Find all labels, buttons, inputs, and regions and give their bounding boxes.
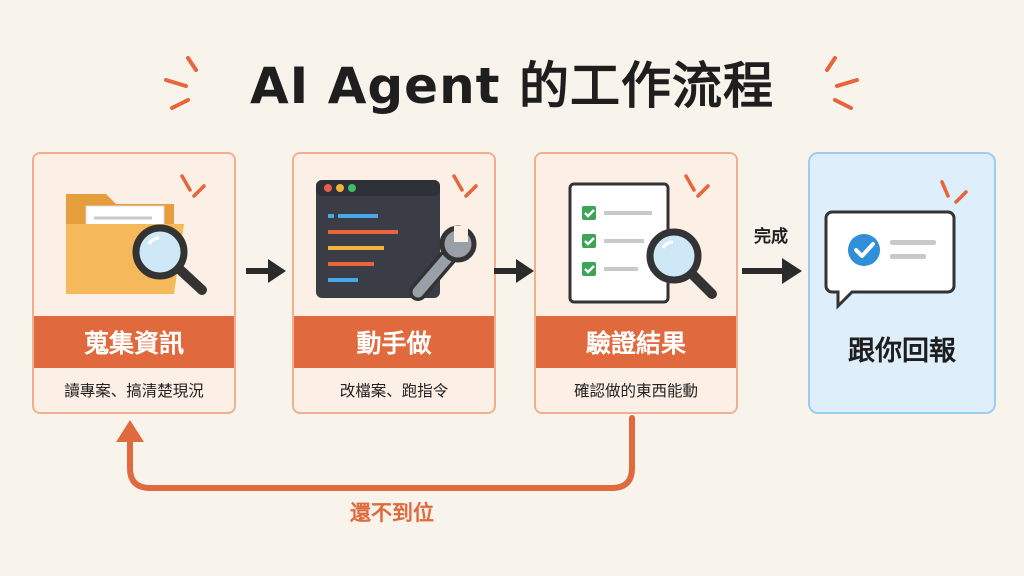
step-card-gather: 蒐集資訊 讀專案、搞清楚現況 <box>32 152 236 414</box>
arrow-right-icon <box>742 258 802 284</box>
step-description: 確認做的東西能動 <box>573 382 698 400</box>
terminal-wrench-icon <box>316 174 478 301</box>
step-card-verify: 驗證結果 確認做的東西能動 <box>534 152 738 414</box>
step-description: 改檔案、跑指令 <box>339 382 449 400</box>
step-label: 蒐集資訊 <box>34 316 234 368</box>
arrow-right-icon <box>246 259 286 283</box>
done-label: 完成 <box>754 227 788 247</box>
step-description: 讀專案、搞清楚現況 <box>64 382 204 400</box>
step-label: 驗證結果 <box>536 316 736 368</box>
checklist-magnifier-icon <box>568 174 717 304</box>
report-label: 跟你回報 <box>848 335 956 367</box>
sparkle-right-icon <box>825 56 859 110</box>
retry-label: 還不到位 <box>350 501 434 525</box>
step-label: 動手做 <box>294 316 494 368</box>
report-card: 跟你回報 <box>808 152 996 414</box>
arrow-right-icon <box>494 259 534 283</box>
folder-magnifier-icon <box>66 174 207 295</box>
step-card-act: 動手做 改檔案、跑指令 <box>292 152 496 414</box>
sparkle-left-icon <box>164 56 198 110</box>
chat-check-icon <box>824 180 968 310</box>
diagram-title: AI Agent 的工作流程 <box>249 57 774 115</box>
